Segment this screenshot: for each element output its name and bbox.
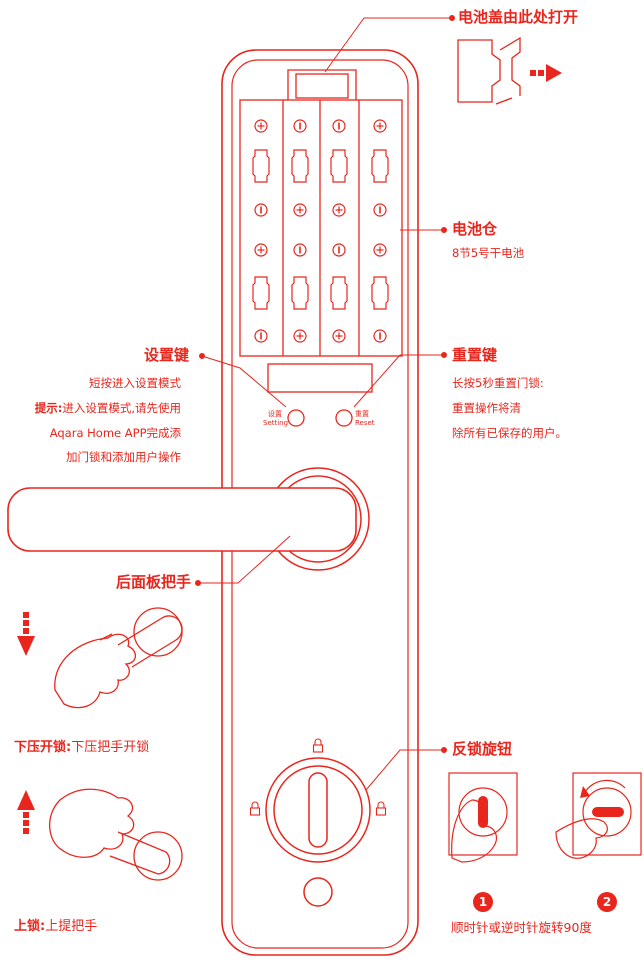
lift-lock-bold: 上锁: <box>14 919 46 934</box>
lever-handle[interactable] <box>7 487 357 552</box>
setting-button[interactable] <box>287 409 305 427</box>
setting-key-title: 设置键 <box>143 346 189 364</box>
turn-step2-illustration <box>555 772 642 859</box>
deadbolt-knob[interactable] <box>265 757 371 863</box>
label-plate <box>267 363 373 393</box>
reset-key-warning: 重置操作将清 <box>452 401 521 415</box>
arrow-up-icon <box>17 790 35 834</box>
lift-lock-text: 上提把手 <box>45 919 98 934</box>
press-unlock-text: 下压把手开锁 <box>71 740 150 755</box>
setting-key-hint: 提示:进入设置模式,请先使用 <box>34 401 181 415</box>
step-2-badge: 2 <box>597 892 617 912</box>
deadbolt-knob-desc: 顺时针或逆时针旋转90度 <box>451 920 592 935</box>
lift-lock-label: 上锁:上提把手 <box>14 920 97 933</box>
battery-cover-side-view <box>457 36 521 105</box>
setting-key-hint-label: 提示: <box>34 401 63 415</box>
setting-key-add-note: 加门锁和添加用户操作 <box>66 450 181 464</box>
battery-cover-latch[interactable] <box>287 69 357 100</box>
press-unlock-bold: 下压开锁: <box>14 740 72 755</box>
reset-key-title: 重置键 <box>452 346 498 364</box>
setting-key-hint-text: 进入设置模式,请先使用 <box>62 401 181 415</box>
lock-icon <box>249 738 387 816</box>
rear-handle-title: 后面板把手 <box>115 573 191 591</box>
battery-compartment <box>239 99 403 357</box>
deadbolt-knob-title: 反锁旋钮 <box>452 740 513 758</box>
setting-key-app-note: Aqara Home APP完成添 <box>49 426 181 440</box>
battery-cover-label: 电池盖由此处打开 <box>458 8 579 26</box>
battery-slot-4 <box>371 119 389 343</box>
battery-compartment-title: 电池仓 <box>452 220 498 238</box>
setting-button-label-en: Setting <box>263 419 289 427</box>
press-unlock-label: 下压开锁:下压把手开锁 <box>14 741 149 754</box>
step-1-badge: 1 <box>473 892 493 912</box>
hand-press-down-illustration <box>54 607 183 709</box>
arrow-right-icon <box>530 64 562 82</box>
setting-key-desc: 短按进入设置模式 <box>89 376 181 390</box>
turn-step1-illustration <box>448 772 518 863</box>
battery-compartment-desc: 8节5号干电池 <box>452 246 525 260</box>
leader-lines <box>195 15 455 791</box>
reset-key-warning-cont: 除所有已保存的用户。 <box>452 426 567 440</box>
arrow-down-icon <box>17 612 35 656</box>
keyhole <box>303 877 333 907</box>
battery-slot-3 <box>330 119 348 343</box>
reset-button-label-en: Reset <box>355 419 375 427</box>
reset-key-desc: 长按5秒重置门锁: <box>452 376 544 390</box>
setting-button-label-cn: 设置 <box>268 410 282 418</box>
battery-slot-1 <box>252 119 270 343</box>
hand-lift-up-illustration <box>48 788 183 881</box>
reset-button[interactable] <box>335 409 353 427</box>
battery-slot-2 <box>291 119 309 343</box>
reset-button-label-cn: 重置 <box>355 410 369 418</box>
